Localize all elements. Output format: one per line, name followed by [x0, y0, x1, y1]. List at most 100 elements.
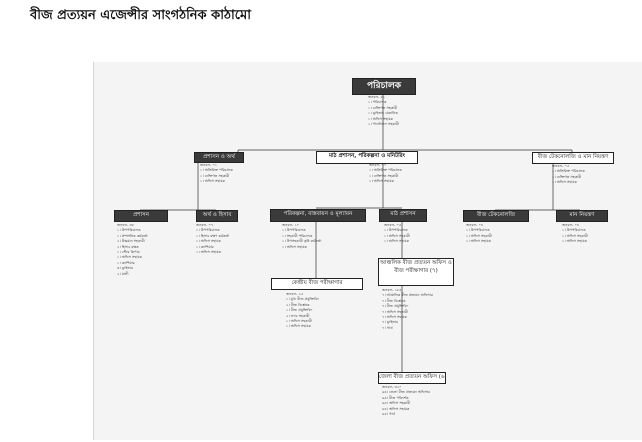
- director-box: পরিচালক: [352, 78, 416, 95]
- staff-line: ১। বীজ প্রযুক্তিবিদ: [286, 308, 313, 313]
- quality-control-box: মান নিয়ন্ত্রণ: [556, 210, 608, 222]
- staff-line: ১। ক্যাশিয়ার: [196, 244, 214, 249]
- staff-line: ২। হিসাব রক্ষক: [117, 244, 139, 249]
- staff-line: ৭। আঞ্চলিক বীজ প্রত্যয়ন অফিসার: [382, 293, 433, 298]
- district-office-box: জেলা বীজ প্রত্যয়ন অফিস (৬৪): [378, 372, 446, 384]
- staff-line: ৬৪। অফিস সহকারী: [382, 401, 411, 406]
- staff-line: ১। অফিস সহায়ক: [117, 255, 142, 260]
- staff-line: ১। অফিস সহায়ক: [384, 239, 409, 244]
- staff-line: ৭। অফিস সহায়ক: [382, 315, 407, 320]
- page-title: বীজ প্রত্যয়ন এজেন্সীর সাংগঠনিক কাঠামো: [30, 8, 251, 23]
- staff-line: ১। অফিস সহায়ক: [562, 239, 587, 244]
- staff-line: ১। অতিরিক্ত পরিচালক: [552, 169, 585, 174]
- staff-line: ২। মালী: [117, 271, 129, 276]
- staff-line: ২। উচ্চমান সহকারী: [117, 239, 145, 244]
- staff-line: ৬৪। অফিস সহায়ক: [382, 406, 410, 411]
- staff-line: ১। অফিস সহকারী: [466, 233, 492, 238]
- finance-accounts-box: অর্থ ও হিসাব: [196, 210, 238, 222]
- staff-line: ১। অফিস সহায়ক: [286, 324, 311, 329]
- staff-line: ৬৪। গার্ড: [382, 412, 396, 417]
- field-admin-box: মাঠ প্রশাসন, পরিকল্পনা ও মনিটরিং: [316, 151, 418, 164]
- staff-line: ১। অফিস সহায়ক: [196, 250, 221, 255]
- staff-line: ১। ড্রাইভার মেকানিক: [368, 111, 398, 116]
- staff-line: ১। অফিস সহায়ক: [369, 179, 394, 184]
- staff-line: ১। উপপরিচালক: [466, 228, 490, 233]
- administration-box: প্রশাসন: [114, 210, 168, 222]
- staff-line: জনবল- ৫১: [368, 95, 386, 99]
- staff-line: ২। বীজ বিশ্লেষক: [286, 302, 310, 307]
- planning-box: পরিকল্পনা, বাস্তবায়ন ও মূল্যায়ন: [270, 209, 366, 222]
- staff-line: জনবল- ০৭: [196, 223, 214, 227]
- staff-line: ১। অফিস সহকারী: [286, 319, 312, 324]
- staff-line: ১। উপপরিচালক: [562, 228, 586, 233]
- admin-finance-box: প্রশাসন ও অর্থ: [194, 152, 244, 163]
- staff-line: ১। প্রশাসনিক কর্মকর্তা: [117, 233, 148, 238]
- staff-line: ১। সহকারী পরিচালক: [282, 233, 313, 238]
- staff-line: জনবল- ০৪: [562, 223, 580, 227]
- staff-line: ৬৪। জেলা বীজ প্রত্যয়ন অফিসার: [382, 390, 431, 395]
- staff-line: জনবল- ৩২০: [382, 385, 402, 389]
- staff-line: ১। অফিস সহায়ক: [200, 179, 225, 184]
- central-lab-box: কেন্দ্রীয় বীজ পরীক্ষাগার: [271, 278, 363, 290]
- staff-line: জনবল- ০৪: [466, 223, 484, 227]
- field-box: মাঠ প্রশাসন: [379, 209, 427, 222]
- staff-line: জনবল- ০৫: [552, 164, 570, 168]
- staff-line: ৭। বীজ বিশ্লেষক: [382, 298, 406, 303]
- staff-line: ১। পার্সোনাল সহকারী: [368, 122, 399, 127]
- staff-line: ১। উপসহকারী কৃষি কর্মকর্তা: [282, 239, 322, 244]
- staff-line: ১। স্টোর কিপার: [117, 250, 140, 255]
- staff-line: ১। অফিস সহায়ক: [368, 116, 393, 121]
- staff-line: ১। অফিস সহায়ক: [552, 180, 577, 185]
- staff-line: ১। ব্যক্তিগত সহকারী: [368, 105, 398, 110]
- staff-line: ১। অফিস সহকারী: [562, 233, 588, 238]
- staff-line: ৭। ড্রাইভার: [382, 320, 399, 325]
- regional-office-box: আঞ্চলিক বীজ প্রত্যয়ন অফিস ও বীজ পরীক্ষা…: [378, 258, 454, 286]
- staff-line: ৭। অফিস সহকারী: [382, 309, 408, 314]
- staff-line: ১। অফিস সহায়ক: [282, 244, 307, 249]
- staff-line: জনবল- ০১: [200, 163, 218, 167]
- staff-line: ৭। গার্ড: [382, 325, 393, 330]
- staff-line: ৬৪। বীজ পরিদর্শক: [382, 395, 409, 400]
- staff-line: ১। ব্যক্তিগত সহকারী: [200, 173, 230, 178]
- staff-line: জনবল- ১০: [282, 223, 300, 227]
- staff-line: ১। ব্যক্তিগত সহকারী: [369, 173, 399, 178]
- staff-line: ১। উপপরিচালক: [196, 228, 220, 233]
- staff-line: ১। ক্যাশিয়ার: [117, 260, 135, 265]
- staff-line: ১। অফিস সহায়ক: [466, 239, 491, 244]
- staff-line: ১। পরিচালক: [368, 100, 387, 105]
- staff-line: জনবল- ৩৮: [117, 223, 135, 227]
- staff-line: ১। ব্যক্তিগত সহকারী: [552, 174, 582, 179]
- staff-line: ১। অতিরিক্ত পরিচালক: [369, 168, 402, 173]
- staff-line: জনবল- ২৫: [286, 292, 304, 296]
- staff-line: ২। ল্যাব সহকারী: [286, 313, 310, 318]
- staff-line: জনবল- ০৫: [384, 223, 402, 227]
- staff-line: ১। উপপরিচালক: [384, 228, 408, 233]
- seed-tech-qc-box: বীজ টেকনোলজি ও মান নিয়ন্ত্রণ: [532, 152, 614, 164]
- staff-line: ৩। ড্রাইভার: [117, 266, 134, 271]
- staff-line: ১। অতিরিক্ত পরিচালক: [200, 168, 233, 173]
- staff-line: ১। হিসাব রক্ষণ কর্মকর্তা: [196, 233, 230, 238]
- staff-line: ১। অফিস সহায়ক: [196, 239, 221, 244]
- staff-line: জনবল- ০৭: [369, 163, 387, 167]
- staff-line: ১। মুখ্য বীজ প্রযুক্তিবিদ: [286, 297, 319, 302]
- staff-line: ১। উপপরিচালক: [282, 228, 306, 233]
- staff-line: ১। উপপরিচালক: [117, 228, 141, 233]
- staff-line: জনবল- ১৮৫: [382, 288, 402, 292]
- staff-line: ১। অফিস সহকারী: [384, 233, 410, 238]
- staff-line: ৭। বীজ প্রযুক্তিবিদ: [382, 304, 409, 309]
- org-chart-scan: [93, 62, 642, 440]
- seed-technology-box: বীজ টেকনোলজি: [463, 210, 529, 222]
